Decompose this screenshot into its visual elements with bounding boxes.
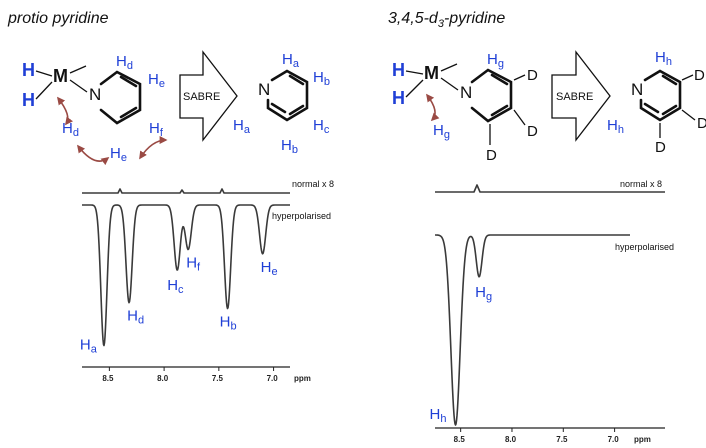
right-hg1: Hg — [487, 51, 504, 70]
left-tick-label: 8.5 — [102, 374, 114, 383]
left-metal-complex: H H M N Hd He Hf He Hd — [22, 53, 168, 166]
left-free-hc: Hc — [313, 117, 330, 136]
left-free-pyridine: N Ha Hb Hc Hb Ha — [233, 51, 330, 156]
right-free-d3: D — [655, 139, 666, 156]
left-hd1: Hd — [116, 53, 133, 72]
right-normal-label: normal x 8 — [620, 179, 662, 189]
left-peak-label: Hd — [127, 308, 144, 327]
right-tick-label: 8.5 — [454, 435, 466, 444]
right-metal-complex: H H M N Hg D D D Hg — [392, 51, 538, 164]
left-free-n: N — [258, 80, 270, 99]
left-sabre-label: SABRE — [183, 91, 220, 103]
left-tick-label: 7.0 — [267, 374, 279, 383]
left-free-ha: Ha — [282, 51, 300, 70]
left-peak-label: Hf — [186, 254, 201, 273]
left-peak-label: He — [261, 259, 278, 278]
right-free-hh: Hh — [655, 49, 672, 68]
right-hg2: Hg — [433, 122, 450, 141]
right-unit-label: ppm — [634, 435, 651, 444]
left-sabre-arrow: SABRE — [179, 50, 238, 142]
right-normal-spectrum — [435, 184, 665, 193]
right-hyper-label: hyperpolarised — [615, 242, 674, 252]
left-normal-spectrum — [82, 188, 290, 194]
right-peak-label: Hh — [430, 406, 447, 425]
right-hyper-spectrum — [434, 234, 631, 426]
left-free-hb: Hb — [313, 69, 330, 88]
left-h2: H — [22, 90, 35, 110]
left-peak-label: Ha — [80, 337, 98, 356]
right-title: 3,4,5-d3-pyridine — [388, 10, 505, 30]
left-hyper-label: hyperpolarised — [272, 211, 331, 221]
right-free-d2: D — [697, 115, 706, 132]
left-title: protio pyridine — [7, 10, 109, 27]
right-tick-label: 7.0 — [608, 435, 620, 444]
right-free-pyridine: N Hh D D D Hh — [607, 49, 706, 156]
left-h1: H — [22, 60, 35, 80]
left-hyper-spectrum — [81, 204, 291, 347]
left-he2: He — [110, 145, 127, 164]
right-peak-label: Hg — [475, 284, 492, 303]
right-sabre-arrow: SABRE — [551, 50, 611, 142]
left-hf: Hf — [149, 120, 164, 139]
left-peak-label: Hb — [220, 314, 237, 333]
right-metal: M — [424, 63, 439, 83]
left-ticks: 8.5 8.0 7.5 7.0 ppm — [102, 367, 311, 383]
left-tick-label: 8.0 — [157, 374, 169, 383]
left-peak-label: Hc — [167, 277, 184, 296]
left-hd2: Hd — [62, 120, 79, 139]
left-tick-label: 7.5 — [212, 374, 224, 383]
right-free-d1: D — [694, 67, 705, 84]
left-he1: He — [148, 71, 165, 90]
right-d1: D — [527, 67, 538, 84]
right-tick-label: 7.5 — [556, 435, 568, 444]
left-normal-label: normal x 8 — [292, 179, 334, 189]
left-free-ha2: Ha — [233, 117, 251, 136]
left-n: N — [89, 85, 101, 104]
right-sabre-label: SABRE — [556, 91, 593, 103]
right-peak-labels: Hh Hg — [430, 284, 493, 425]
right-h2: H — [392, 88, 405, 108]
left-metal: M — [53, 66, 68, 86]
right-free-hh2: Hh — [607, 117, 624, 136]
left-unit-label: ppm — [294, 374, 311, 383]
right-tick-label: 8.0 — [505, 435, 517, 444]
right-free-n: N — [631, 80, 643, 99]
right-h1: H — [392, 60, 405, 80]
right-d3: D — [486, 147, 497, 164]
left-free-hb2: Hb — [281, 137, 298, 156]
right-d2: D — [527, 123, 538, 140]
right-ticks: 8.5 8.0 7.5 7.0 ppm — [454, 428, 651, 444]
right-n: N — [460, 83, 472, 102]
